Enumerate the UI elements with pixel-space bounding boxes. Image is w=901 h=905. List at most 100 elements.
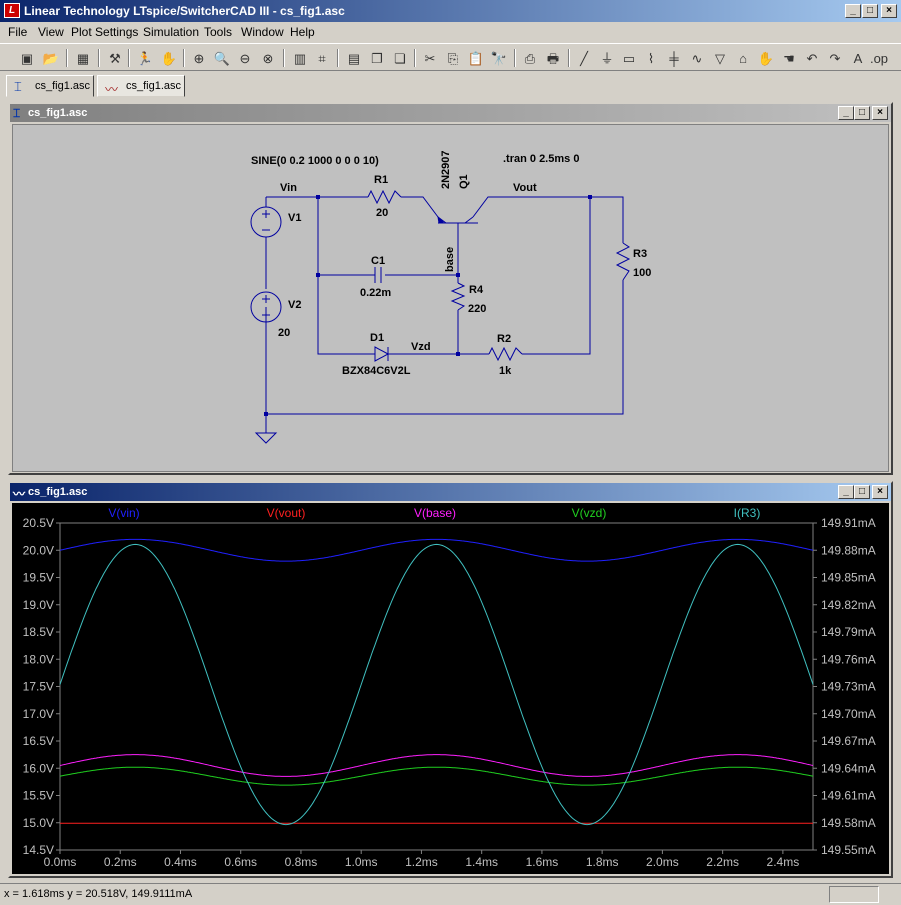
waveform-icon: 〰 xyxy=(13,487,26,501)
tran-directive[interactable]: .tran 0 2.5ms 0 xyxy=(503,153,579,165)
r3-label: R3 xyxy=(633,248,647,260)
move-icon[interactable]: ✋ xyxy=(757,51,775,66)
zoom-in-icon[interactable]: ⊕ xyxy=(193,51,205,66)
toolbar-separator xyxy=(514,49,516,67)
spice-directive-icon[interactable]: .op xyxy=(869,51,889,66)
capacitor-c1[interactable] xyxy=(374,267,382,283)
minimize-button[interactable]: _ xyxy=(845,4,861,18)
source-spec-directive[interactable]: SINE(0 0.2 1000 0 0 0 10) xyxy=(251,155,379,167)
r4-value: 220 xyxy=(468,303,486,315)
resistor-r2[interactable] xyxy=(488,346,523,362)
menu-help[interactable]: Help xyxy=(290,25,315,39)
resistor-r1[interactable] xyxy=(367,189,402,205)
menu-file[interactable]: File xyxy=(8,25,28,39)
ground-icon[interactable]: ⏚ xyxy=(600,51,614,66)
diode-icon[interactable]: ▽ xyxy=(715,51,725,66)
voltage-source-v2[interactable] xyxy=(250,291,282,323)
ground-symbol[interactable] xyxy=(254,432,278,444)
trace-v-vzd xyxy=(59,766,814,786)
tab-waveform[interactable]: 〰 cs_fig1.asc xyxy=(97,75,185,97)
left-tick-label: 18.5V xyxy=(23,625,54,639)
document-tabs: ⌶ cs_fig1.asc 〰 cs_fig1.asc xyxy=(0,72,901,98)
waveform-maximize-button[interactable]: □ xyxy=(854,485,870,499)
wire-icon[interactable]: ╱ xyxy=(580,51,588,66)
wire[interactable] xyxy=(401,196,439,218)
menu-plot-settings[interactable]: Plot Settings xyxy=(71,25,139,39)
voltage-source-v1[interactable] xyxy=(250,206,282,238)
schematic-maximize-button[interactable]: □ xyxy=(854,106,870,120)
menu-view[interactable]: View xyxy=(38,25,64,39)
copy-icon[interactable]: ⎘ xyxy=(447,51,459,66)
save-icon[interactable]: ▦ xyxy=(76,51,90,66)
trace-v-vin xyxy=(59,538,814,562)
text-icon[interactable]: A xyxy=(853,51,863,66)
wire[interactable] xyxy=(472,196,624,243)
menu-simulation[interactable]: Simulation xyxy=(143,25,200,39)
tile-vertical-icon[interactable]: ❏ xyxy=(394,51,406,66)
component-icon[interactable]: ⌂ xyxy=(739,51,747,66)
net-label-vout[interactable]: Vout xyxy=(513,182,537,194)
waveform-minimize-button[interactable]: _ xyxy=(838,485,854,499)
schematic-title-bar: ⌶ cs_fig1.asc _ □ × xyxy=(10,104,891,122)
cascade-icon[interactable]: ❐ xyxy=(371,51,383,66)
tab-schematic[interactable]: ⌶ cs_fig1.asc xyxy=(6,75,94,97)
drag-icon[interactable]: ☚ xyxy=(783,51,795,66)
right-tick-label: 149.67mA xyxy=(821,734,876,748)
resistor-icon[interactable]: ⌇ xyxy=(647,51,655,66)
net-label-base[interactable]: base xyxy=(444,247,456,272)
undo-icon[interactable]: ↶ xyxy=(806,51,818,66)
r1-value: 20 xyxy=(376,207,388,219)
autorange-icon[interactable]: ▥ xyxy=(293,51,307,66)
print-preview-icon[interactable]: ⎙ xyxy=(524,51,536,66)
maximize-button[interactable]: □ xyxy=(862,4,878,18)
redo-icon[interactable]: ↷ xyxy=(829,51,841,66)
open-icon[interactable]: 📂 xyxy=(42,51,60,66)
legend-label: V(base) xyxy=(414,506,456,520)
run-icon[interactable]: 🏃 xyxy=(136,51,154,66)
paste-icon[interactable]: 📋 xyxy=(467,51,485,66)
legend-label: V(vin) xyxy=(108,506,139,520)
zoom-fit-icon[interactable]: ⊗ xyxy=(262,51,274,66)
find-icon[interactable]: 🔭 xyxy=(490,51,508,66)
waveform-close-button[interactable]: × xyxy=(872,485,888,499)
inductor-icon[interactable]: ∿ xyxy=(691,51,703,66)
net-label-vzd[interactable]: Vzd xyxy=(411,341,431,353)
schematic-drawing[interactable]: SINE(0 0.2 1000 0 0 0 10) .tran 0 2.5ms … xyxy=(13,125,890,473)
label-net-icon[interactable]: ▭ xyxy=(622,51,636,66)
status-panel xyxy=(829,886,879,903)
new-schematic-icon[interactable]: ▣ xyxy=(20,51,34,66)
q1-label: Q1 xyxy=(458,174,470,189)
diode-d1[interactable] xyxy=(374,346,390,362)
zoom-out-icon[interactable]: ⊖ xyxy=(239,51,251,66)
resistor-r3[interactable] xyxy=(615,242,631,281)
toolbar: ▣ 📂 ▦ ⚒ 🏃 ✋ ⊕ 🔍 ⊖ ⊗ ▥ ⌗ ▤ ❐ ❏ ✂ ⎘ 📋 🔭 ⎙ … xyxy=(0,43,901,71)
right-tick-label: 149.88mA xyxy=(821,543,876,557)
waveform-title-bar: 〰 cs_fig1.asc _ □ × xyxy=(10,483,891,501)
menu-tools[interactable]: Tools xyxy=(204,25,233,39)
menu-window[interactable]: Window xyxy=(241,25,284,39)
schematic-minimize-button[interactable]: _ xyxy=(838,106,854,120)
halt-icon[interactable]: ✋ xyxy=(160,51,178,66)
tab-label: cs_fig1.asc xyxy=(126,80,182,92)
print-icon[interactable]: 🖶 xyxy=(546,51,560,66)
wire[interactable] xyxy=(265,280,624,415)
toolbar-separator xyxy=(337,49,339,67)
cut-icon[interactable]: ✂ xyxy=(424,51,436,66)
schematic-close-button[interactable]: × xyxy=(872,106,888,120)
capacitor-icon[interactable]: ╪ xyxy=(669,51,679,66)
wire[interactable] xyxy=(317,197,368,355)
control-panel-icon[interactable]: ⚒ xyxy=(109,51,121,66)
resistor-r4[interactable] xyxy=(450,282,466,311)
close-button[interactable]: × xyxy=(881,4,897,18)
wire[interactable] xyxy=(522,197,591,355)
toolbar-separator xyxy=(283,49,285,67)
net-label-vin[interactable]: Vin xyxy=(280,182,297,194)
add-trace-icon[interactable]: ⌗ xyxy=(318,51,326,66)
x-tick-label: 0.4ms xyxy=(164,855,197,869)
pan-icon[interactable]: 🔍 xyxy=(213,51,231,66)
schematic-canvas[interactable]: SINE(0 0.2 1000 0 0 0 10) .tran 0 2.5ms … xyxy=(12,124,889,472)
x-tick-label: 0.8ms xyxy=(285,855,318,869)
tile-horizontal-icon[interactable]: ▤ xyxy=(347,51,361,66)
